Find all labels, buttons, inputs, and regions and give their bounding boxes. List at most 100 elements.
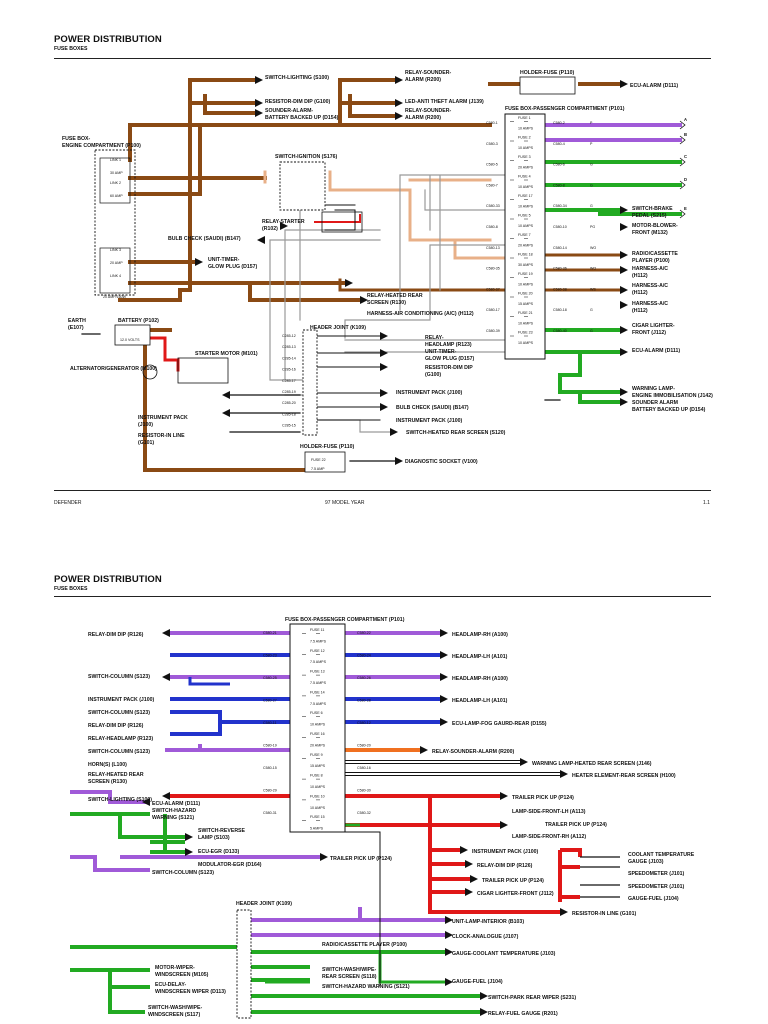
connector-left: C580-39 [486,329,500,333]
label-fuse-box-engine-2: ENGINE COMPARTMENT (P100) [62,143,141,149]
arrow-heads [195,76,628,465]
connector-right: C580-38 [553,287,567,291]
label-relay-starter-2: (R102) [262,226,278,232]
wire-tan [453,238,507,260]
wire-brown [338,278,507,292]
fuse-label: FUSE 17 [518,194,533,198]
connector-right: C580-26 [357,676,371,680]
label-harness-ac-3b: (H112) [632,308,648,314]
label-bulb-check: BULB CHECK (SAUDI) (B147) [168,236,241,242]
label-cigar-lighter-1: CIGAR LIGHTER- [632,323,675,329]
fuse-rating: 7.5 AMPS [310,702,327,706]
label-switch-ignition: SWITCH-IGNITION (S176) [275,154,338,160]
label-holder-fuse-top: HOLDER-FUSE (P110) [520,70,574,76]
wire-brown [543,253,622,292]
label-modulator-egr: MODULATOR-EGR (D164) [198,862,262,868]
fuse-rating: 30 AMPS [518,263,534,267]
label-headlamp-lh-1: HEADLAMP-LH (A101) [452,654,508,660]
fuse-label: FUSE 2 [518,136,531,140]
fuse-box-engine [94,149,136,296]
letter-c: C [684,154,687,159]
header-joint-pins-1: C285-12C285-13C285-14C285-16C285-17C285-… [282,121,596,428]
fuse-rating: 15 AMPS [518,302,534,306]
label-link-2: LINK 2 [110,181,121,185]
wire-code: P [590,121,593,125]
label-horns: HORN(S) (L100) [88,762,127,768]
wire-blue [188,677,230,686]
label-resistor-inline: RESISTOR-IN LINE (G101) [572,911,636,917]
label-switch-wash-1: SWITCH-WASH/WIPE- [148,1005,202,1011]
label-relay-heated-rear-2: SCREEN (R130) [88,779,127,785]
fuse-label: FUSE 14 [310,690,325,694]
fuse-rating: 10 AMPS [518,322,534,326]
fuse-label: FUSE 1 [518,116,531,120]
fuse-label: FUSE 12 [310,649,325,653]
connector-right: C580-28 [357,699,371,703]
label-harness-air-con: HARNESS-AIR CONDITIONING (A/C) (H112) [367,311,474,317]
connector-left: C580-3 [486,142,498,146]
wire-black [580,856,620,898]
label-gauge-coolant: GAUGE-COOLANT TEMPERATURE (J103) [452,951,556,957]
label-radio-cassette-1: RADIO/CASSETTE [632,251,678,257]
label-sounder-alarm-r2: BATTERY BACKED UP (D154) [632,407,706,413]
label-headlamp-lh-2: HEADLAMP-LH (A101) [452,698,508,704]
label-relay-sounder-b2: ALARM (R200) [405,115,441,121]
label-harness-ac-2a: HARNESS-A/C [632,283,668,289]
connector-left: C580-35 [486,267,500,271]
label-cigar-lighter-2: FRONT (J112) [632,330,666,336]
label-motor-wiper-1: MOTOR-WIPER- [155,965,195,971]
connector-left: C580-8 [486,225,498,229]
wire-blue [170,653,440,736]
connector-left: C580-17 [486,308,500,312]
connector-right: C580-10 [553,225,567,229]
connector-right: C580-6 [553,163,565,167]
page-title-2: POWER DISTRIBUTION [54,574,162,585]
connector-right: C580-40 [553,329,567,333]
label-relay-starter-1: RELAY-STARTER [262,219,305,225]
connector-left: C580-31 [263,811,277,815]
header-rule [54,58,711,59]
header-joint-box-2 [236,909,252,1019]
wire-black [81,333,561,462]
label-relay-headlamp-1: RELAY- [425,335,444,341]
wire-green [543,160,682,354]
connector-left: C580-11 [263,721,277,725]
label-radio-cassette-2: PLAYER (P100) [632,258,670,264]
label-unit-lamp-interior: UNIT-LAMP-INTERIOR (B103) [452,919,524,925]
label-ecu-alarm: ECU-ALARM (D111) [152,801,200,807]
label-resistor-inline-1: RESISTOR-IN LINE [138,433,185,439]
footer-left: DEFENDER [54,500,82,506]
label-trailer-pickup-mid: TRAILER PICK UP (P124) [330,856,392,862]
header-joint-pin: C285-18 [282,412,296,416]
fuse-label: FUSE 19 [518,272,533,276]
label-relay-fuel-gauge: RELAY-FUEL GAUGE (R201) [488,1011,558,1017]
label-relay-sounder-a2: ALARM (R200) [405,77,441,83]
wire-red [314,214,361,223]
label-fuse-box-passenger: FUSE BOX-PASSENGER COMPARTMENT (P101) [505,106,625,112]
label-switch-column-1: SWITCH-COLUMN (S123) [88,674,150,680]
wiring-diagram-2: FUSE BOX-PASSENGER COMPARTMENT (P101) RE… [70,617,695,1019]
label-harness-ac-3a: HARNESS-A/C [632,301,668,307]
fuse-rating: 15 AMPS [310,764,326,768]
fuse-rating: 10 AMPS [518,205,534,209]
fuse-label: FUSE 16 [310,732,325,736]
label-fuse-box-passenger-2: FUSE BOX-PASSENGER COMPARTMENT (P101) [285,617,405,623]
wire-code: G [590,204,593,208]
label-motor-blower-1: MOTOR-BLOWER- [632,223,678,229]
fuse-label: FUSE 3 [518,155,531,159]
page-title: POWER DISTRIBUTION [54,34,162,45]
label-resistor-dim-b1: RESISTOR-DIM DIP [425,365,473,371]
fuse-rating: 10 AMPS [310,723,326,727]
fuse-label: FUSE 23 [518,331,533,335]
label-speedometer-1: SPEEDOMETER (J101) [628,871,684,877]
label-switch-wash-2: WINDSCREEN (S117) [148,1012,200,1018]
fuse-rating: 10 AMPS [518,341,534,345]
label-switch-hazard-b: SWITCH-HAZARD WARNING (S121) [322,984,410,990]
label-warning-lamp-1: WARNING LAMP- [632,386,675,392]
wire-green [70,945,480,1014]
label-cigar-lighter: CIGAR LIGHTER-FRONT (J112) [477,891,554,897]
fuse-rating: 10 AMPS [310,806,326,810]
wire-code: G [590,308,593,312]
label-alternator: ALTERNATOR/GENERATOR (M100) [70,366,157,372]
